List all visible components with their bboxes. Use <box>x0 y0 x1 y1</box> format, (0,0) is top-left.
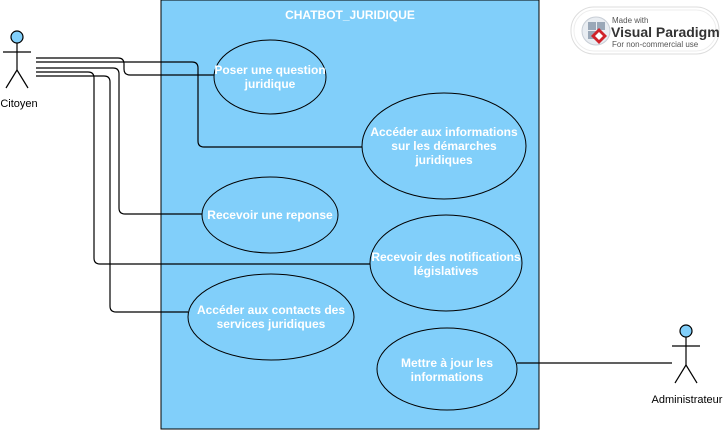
assoc-poser-question <box>36 57 214 76</box>
actor-administrateur[interactable]: Administrateur <box>652 324 723 406</box>
visual-paradigm-logo-icon <box>581 16 611 46</box>
use-case-label-line: sur les démarches <box>391 139 497 153</box>
badge-line-2: Visual Paradigm <box>611 24 720 40</box>
use-case-acceder-contacts[interactable]: Accéder aux contacts des services juridi… <box>187 273 355 361</box>
use-case-label-line: juridiques <box>414 153 473 167</box>
use-case-recevoir-notifs[interactable]: Recevoir des notifications législatives <box>369 214 523 312</box>
assoc-acceder-infos <box>36 61 363 148</box>
use-case-label-line: services juridiques <box>217 317 326 331</box>
badge-line-3: For non-commercial use <box>612 40 699 49</box>
use-case-label-line: Poser une question <box>214 63 325 77</box>
badge-line-1: Made with <box>612 16 648 25</box>
actor-head <box>10 30 24 44</box>
associations <box>36 57 672 364</box>
use-case-label-line: Recevoir une reponse <box>207 208 333 222</box>
actor-citoyen[interactable]: Citoyen <box>0 30 38 110</box>
use-case-label-line: Accéder aux informations <box>370 125 518 139</box>
use-case-acceder-infos[interactable]: Accéder aux informations sur les démarch… <box>361 92 527 200</box>
use-case-label-line: Accéder aux contacts des <box>197 303 345 317</box>
use-case-recevoir-reponse[interactable]: Recevoir une reponse <box>201 176 339 254</box>
actor-stick-figure <box>3 43 31 89</box>
use-case-label-line: législatives <box>414 264 479 278</box>
actor-stick-figure <box>672 337 700 384</box>
use-case-label-line: juridique <box>244 77 296 91</box>
actor-label: Administrateur <box>652 394 723 406</box>
assoc-recevoir-notifs <box>36 71 370 265</box>
use-case-mettre-a-jour[interactable]: Mettre à jour les informations <box>376 327 518 411</box>
use-case-label-line: informations <box>411 370 484 384</box>
use-case-poser-question[interactable]: Poser une question juridique <box>213 39 327 115</box>
use-case-label-line: Recevoir des notifications <box>371 250 521 264</box>
assoc-recevoir-reponse <box>36 67 202 215</box>
system-title: CHATBOT_JURIDIQUE <box>285 8 415 22</box>
assoc-acceder-contacts <box>36 75 188 313</box>
visual-paradigm-badge: Made with Visual Paradigm For non-commer… <box>570 6 720 55</box>
actor-head <box>679 324 693 338</box>
actor-label: Citoyen <box>0 98 37 110</box>
use-case-label-line: Mettre à jour les <box>401 356 493 370</box>
